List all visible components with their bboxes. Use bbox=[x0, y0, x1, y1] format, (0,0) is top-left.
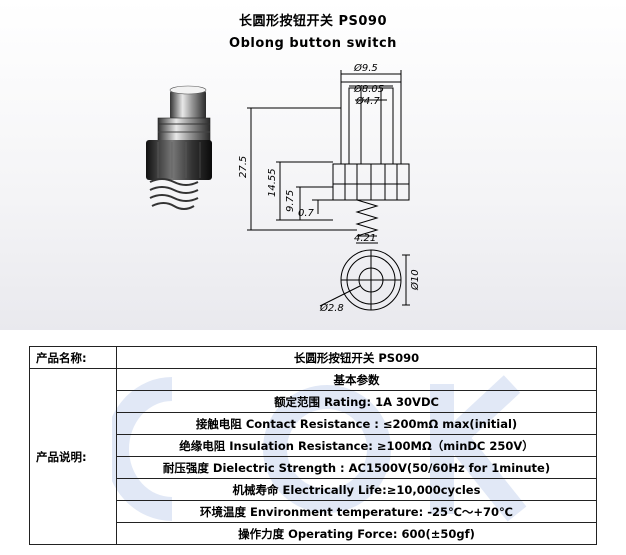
product-desc-label: 产品说明: bbox=[29, 368, 117, 545]
page-title-cn: 长圆形按钮开关 PS090 bbox=[238, 14, 388, 29]
page-title-en: Oblong button switch bbox=[229, 36, 397, 51]
product-name-value: 长圆形按钮开关 PS090 bbox=[116, 346, 597, 369]
spec-row-rating: 额定范围 Rating: 1A 30VDC bbox=[116, 390, 597, 413]
bottom-view bbox=[319, 249, 410, 311]
dim-d47: Ø4.7 bbox=[355, 95, 380, 107]
spec-row-environment-temperature: 环境温度 Environment temperature: -25℃～+70℃ bbox=[116, 500, 597, 523]
dim-975: 9.75 bbox=[285, 190, 296, 212]
dim-d95: Ø9.5 bbox=[353, 62, 378, 74]
product-name-label: 产品名称: bbox=[29, 346, 117, 369]
dim-421: 4.21 bbox=[354, 233, 376, 244]
side-view bbox=[247, 70, 410, 244]
dim-07: 0.7 bbox=[298, 208, 315, 219]
drawing-area bbox=[0, 0, 626, 330]
spec-table: 产品名称: 长圆形按钮开关 PS090 产品说明: 基本参数 额定范围 Rati… bbox=[29, 346, 597, 545]
spec-row-basic: 基本参数 bbox=[116, 368, 597, 391]
spec-row-electrical-life: 机械寿命 Electrically Life:≥10,000cycles bbox=[116, 478, 597, 501]
spec-row-operating-force: 操作力度 Operating Force: 600(±50gf) bbox=[116, 522, 597, 545]
spec-row-dielectric-strength: 耐压强度 Dielectric Strength : AC1500V(50/60… bbox=[116, 456, 597, 479]
dim-d10: Ø10 bbox=[409, 269, 421, 291]
dim-d28: Ø2.8 bbox=[319, 302, 344, 314]
dim-d805: Ø8.05 bbox=[353, 83, 384, 95]
dim-1455: 14.55 bbox=[267, 168, 278, 197]
switch-photo bbox=[146, 85, 212, 210]
technical-drawing: Ø9.5 Ø8.05 Ø4.7 27.5 14.55 9.75 0.7 4.21… bbox=[146, 62, 421, 314]
spec-row-contact-resistance: 接触电阻 Contact Resistance : ≤200mΩ max(ini… bbox=[116, 412, 597, 435]
dim-275: 27.5 bbox=[238, 156, 249, 178]
spec-row-insulation-resistance: 绝缘电阻 Insulation Resistance: ≥100MΩ（minDC… bbox=[116, 434, 597, 457]
